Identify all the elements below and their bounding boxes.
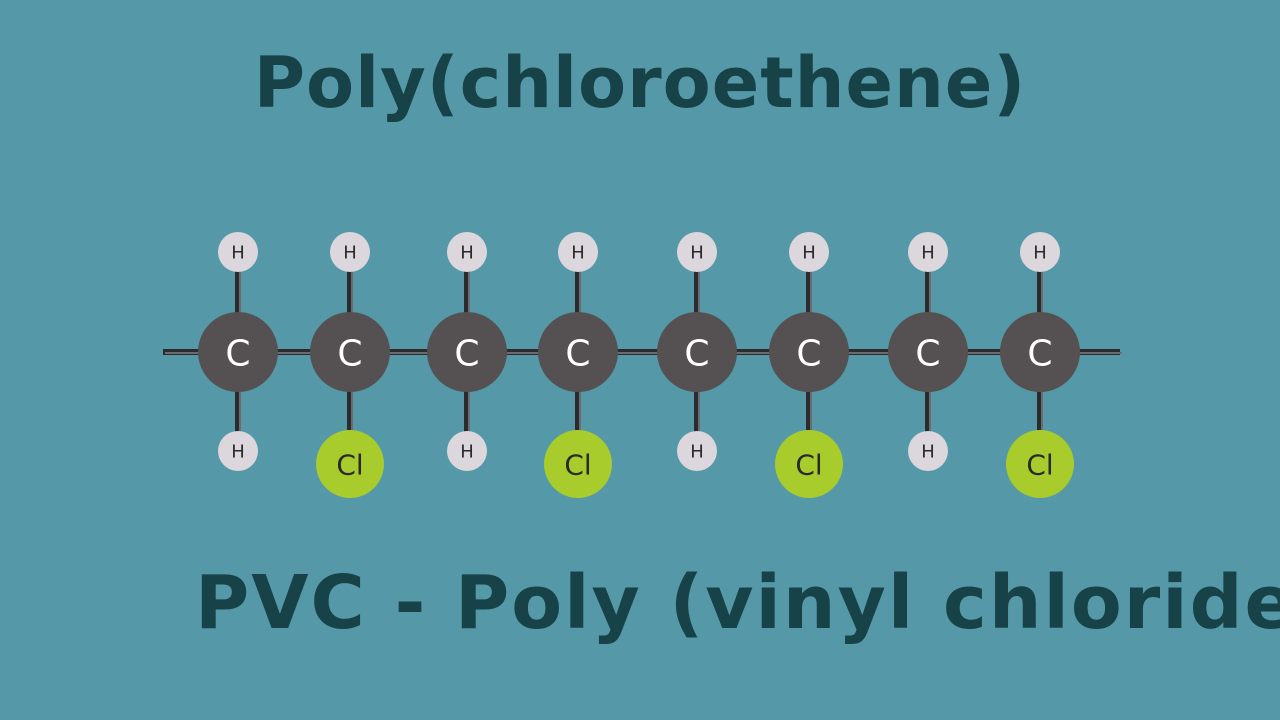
carbon-label: C: [225, 334, 250, 375]
hydrogen-atom: H: [218, 232, 258, 272]
carbon-label: C: [684, 334, 709, 375]
chlorine-label: Cl: [336, 449, 363, 482]
chlorine-atom: Cl: [775, 430, 843, 498]
carbon-atom: C: [769, 312, 849, 392]
hydrogen-atom: H: [908, 232, 948, 272]
carbon-atom: C: [538, 312, 618, 392]
carbon-atom: C: [427, 312, 507, 392]
hydrogen-atom: H: [1020, 232, 1060, 272]
hydrogen-label: H: [921, 243, 935, 264]
hydrogen-label: H: [921, 442, 935, 463]
hydrogen-atom: H: [447, 431, 487, 471]
carbon-label: C: [915, 334, 940, 375]
hydrogen-atom: H: [218, 431, 258, 471]
carbon-label: C: [565, 334, 590, 375]
carbon-atom: C: [888, 312, 968, 392]
hydrogen-label: H: [571, 243, 585, 264]
hydrogen-label: H: [1033, 243, 1047, 264]
hydrogen-label: H: [802, 243, 816, 264]
hydrogen-label: H: [231, 442, 245, 463]
carbon-label: C: [796, 334, 821, 375]
carbon-label: C: [454, 334, 479, 375]
chlorine-atom: Cl: [544, 430, 612, 498]
carbon-atom: C: [310, 312, 390, 392]
chlorine-atom: Cl: [316, 430, 384, 498]
hydrogen-atom: H: [558, 232, 598, 272]
carbon-label: C: [1027, 334, 1052, 375]
page-title: Poly(chloroethene): [253, 42, 1027, 124]
chlorine-label: Cl: [795, 449, 822, 482]
hydrogen-atom: H: [908, 431, 948, 471]
hydrogen-atom: H: [677, 232, 717, 272]
hydrogen-label: H: [231, 243, 245, 264]
carbon-label: C: [337, 334, 362, 375]
atom-layer: H C H H C Cl H C H H C Cl H C H H C Cl H C H H C Cl: [198, 232, 1080, 498]
chlorine-label: Cl: [564, 449, 591, 482]
hydrogen-label: H: [690, 243, 704, 264]
carbon-atom: C: [1000, 312, 1080, 392]
hydrogen-atom: H: [677, 431, 717, 471]
bond-layer: [163, 252, 1122, 465]
subtitle: PVC - Poly (vinyl chloride): [195, 560, 1280, 646]
carbon-atom: C: [198, 312, 278, 392]
hydrogen-atom: H: [330, 232, 370, 272]
hydrogen-atom: H: [447, 232, 487, 272]
hydrogen-label: H: [343, 243, 357, 264]
hydrogen-label: H: [460, 243, 474, 264]
chlorine-label: Cl: [1026, 449, 1053, 482]
carbon-atom: C: [657, 312, 737, 392]
chlorine-atom: Cl: [1006, 430, 1074, 498]
hydrogen-label: H: [460, 442, 474, 463]
hydrogen-atom: H: [789, 232, 829, 272]
hydrogen-label: H: [690, 442, 704, 463]
